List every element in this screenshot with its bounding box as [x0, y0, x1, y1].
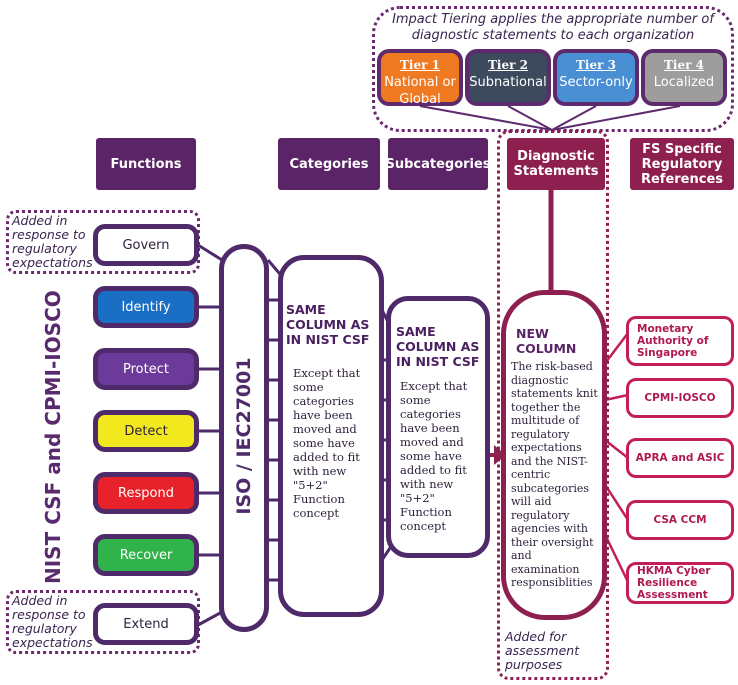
regulator-csa-ccm: CSA CCM — [626, 500, 734, 540]
tier-desc: Sector-only — [559, 75, 633, 90]
regulator-hkma: HKMA Cyber Resilience Assessment — [626, 562, 734, 604]
header-diagnostic-statements: Diagnostic Statements — [507, 138, 605, 190]
side-label-nist-cpmi: NIST CSF and CPMI-IOSCO — [41, 290, 65, 584]
tier-1-box: Tier 1 National or Global — [377, 49, 463, 107]
header-functions: Functions — [96, 138, 196, 190]
tier-desc: Subnational — [469, 75, 547, 90]
iso-bar — [219, 244, 269, 632]
tier-2-box: Tier 2 Subnational — [465, 49, 551, 106]
regulator-mas: Monetary Authority of Singapore — [626, 316, 734, 366]
new-column-heading: NEW COLUMN — [516, 326, 577, 356]
header-subcategories: Subcategories — [385, 138, 491, 190]
subcategories-body: Except that some categories have been mo… — [400, 379, 468, 533]
tier-name: Tier 2 — [488, 58, 528, 72]
tier-name: Tier 1 — [400, 58, 440, 72]
assessment-note: Added for assessment purposes — [505, 629, 580, 672]
iso-label: ISO / IEC27001 — [233, 357, 255, 515]
tier-name: Tier 4 — [664, 58, 704, 72]
tier-desc: Localized — [653, 75, 715, 90]
extend-note: Added in response to regulatory expectat… — [12, 593, 93, 650]
function-extend: Extend — [93, 603, 199, 645]
header-categories: Categories — [278, 138, 380, 190]
function-protect: Protect — [93, 348, 199, 390]
tier-name: Tier 3 — [576, 58, 616, 72]
new-column-box — [501, 290, 607, 620]
function-recover: Recover — [93, 534, 199, 576]
tier-3-box: Tier 3 Sector-only — [553, 49, 639, 106]
diagnostic-dotted-column — [497, 130, 609, 680]
subcategories-heading: SAME COLUMN AS IN NIST CSF — [396, 324, 480, 369]
function-detect: Detect — [93, 410, 199, 452]
govern-note: Added in response to regulatory expectat… — [12, 213, 93, 270]
regulator-apra-asic: APRA and ASIC — [626, 438, 734, 478]
new-column-body: The risk-based diagnostic statements kni… — [511, 360, 598, 589]
function-govern: Govern — [93, 224, 199, 266]
categories-body: Except that some categories have been mo… — [293, 366, 361, 520]
tier-4-box: Tier 4 Localized — [641, 49, 727, 106]
categories-heading: SAME COLUMN AS IN NIST CSF — [286, 302, 370, 347]
categories-box — [278, 255, 384, 617]
subcategories-box — [386, 296, 490, 558]
function-identify: Identify — [93, 286, 199, 328]
impact-tiering-note: Impact Tiering applies the appropriate n… — [392, 12, 714, 43]
function-respond: Respond — [93, 472, 199, 514]
regulator-cpmi-iosco: CPMI-IOSCO — [626, 378, 734, 418]
header-fs-specific-references: FS Specific Regulatory References — [630, 138, 734, 190]
tier-desc: National or Global — [384, 75, 456, 107]
